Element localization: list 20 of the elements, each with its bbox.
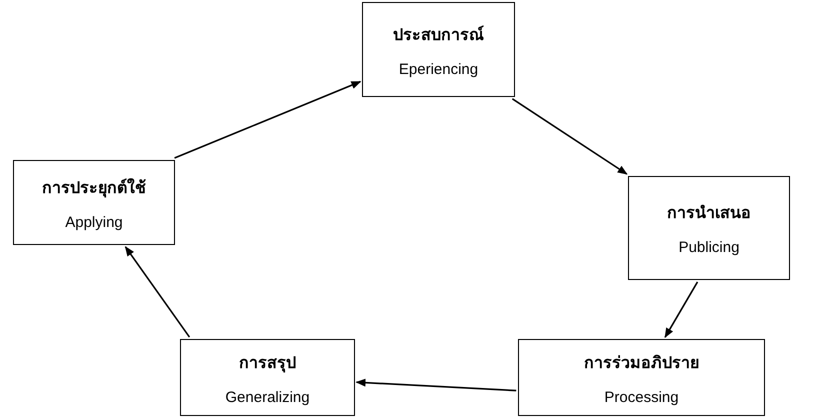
process-box — [180, 339, 355, 416]
stage-title: การสรุป — [239, 354, 296, 374]
arrow — [356, 378, 516, 392]
stage-title: การร่วมอภิปราย — [584, 354, 699, 374]
stage-subtitle: Applying — [65, 214, 123, 230]
stage-title: ประสบการณ์ — [393, 24, 484, 46]
process-box — [628, 176, 790, 280]
stage-title: การประยุกต์ใช้ — [42, 177, 146, 200]
stage-title: การนำเสนอ — [667, 204, 751, 224]
process-box — [518, 339, 765, 416]
stage-subtitle: Publicing — [678, 239, 740, 256]
stage-subtitle: Generalizing — [225, 388, 310, 406]
stage-subtitle: Eperiencing — [398, 60, 478, 78]
arrow — [124, 246, 190, 338]
arrow — [664, 282, 698, 338]
process-box — [362, 2, 515, 97]
arrow — [174, 80, 362, 159]
process-box — [13, 160, 175, 245]
stage-subtitle: Processing — [604, 388, 679, 406]
arrow — [512, 98, 628, 175]
